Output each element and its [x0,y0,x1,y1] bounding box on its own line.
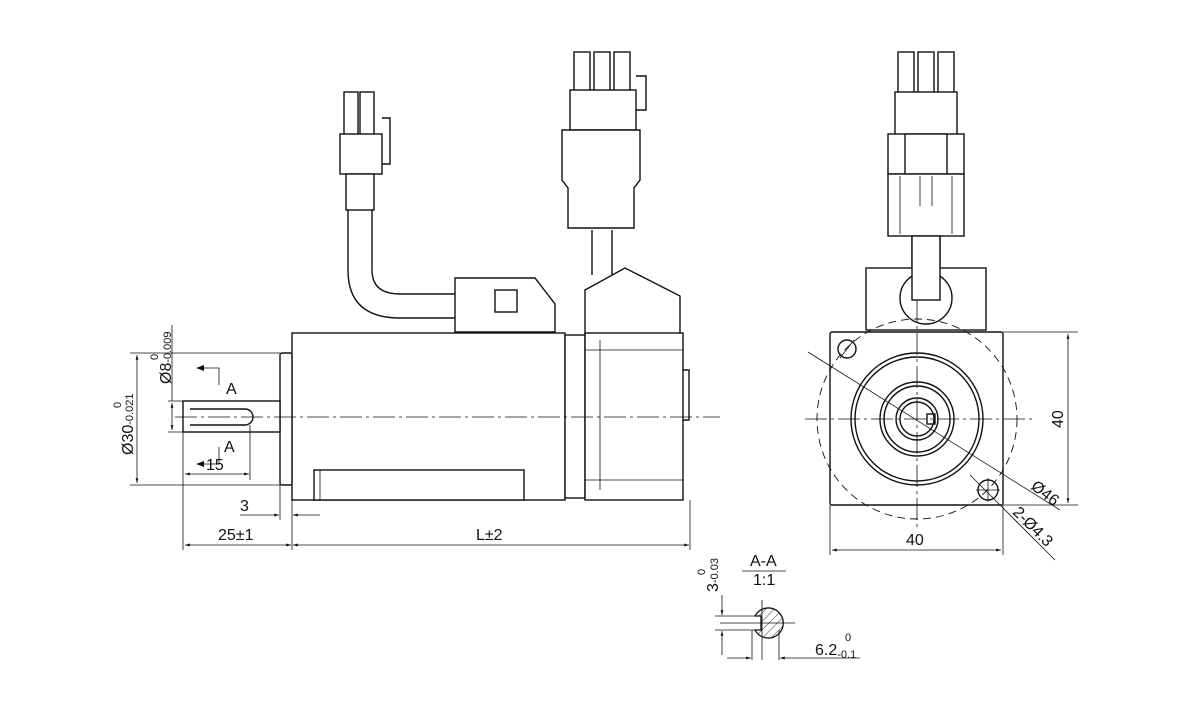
power-connector [561,51,647,275]
mounting-flange [829,331,1004,506]
front-connector [887,51,965,286]
encoder-connector [339,91,455,319]
key-depth-label: 6.2 [815,642,837,659]
svg-text:0: 0 [112,402,124,408]
key-width-label: 3 [705,583,722,592]
flange-thickness-label: 3 [240,498,249,515]
svg-text:0: 0 [696,569,708,575]
section-marker-bottom: A [224,439,235,456]
key-length-label: 15 [206,457,224,474]
section-a-a: A-A 1:1 3-0.03 0 6.2-0.1 0 [696,553,860,661]
section-marker-top: A [226,381,237,398]
flange-diameter-label: Ø30 [120,425,137,455]
nameplate [313,469,525,501]
svg-text:Ø8-0.009: Ø8-0.009 [158,331,175,384]
svg-text:3-0.03: 3-0.03 [705,558,722,592]
side-view: Ø30-0.021 0 Ø8-0.009 0 A A 15 3 25±1 L±2 [112,51,720,550]
section-scale: 1:1 [753,572,775,589]
svg-text:0: 0 [845,632,851,644]
section-title: A-A [750,553,777,570]
svg-text:6.2-0.1: 6.2-0.1 [815,642,856,661]
width-label: 40 [906,532,924,549]
shaft [182,400,281,433]
encoder-housing [584,332,684,501]
svg-text:Ø30-0.021: Ø30-0.021 [120,394,137,455]
shaft-length-label: 25±1 [218,527,254,544]
shaft-diameter-label: Ø8 [158,363,175,384]
svg-text:0: 0 [149,354,161,360]
front-view: Ø46 2-Ø4.3 40 40 [805,51,1078,561]
body-length-label: L±2 [476,527,503,544]
height-label: 40 [1050,410,1067,428]
holes-label: 2-Ø4.3 [1009,504,1056,551]
